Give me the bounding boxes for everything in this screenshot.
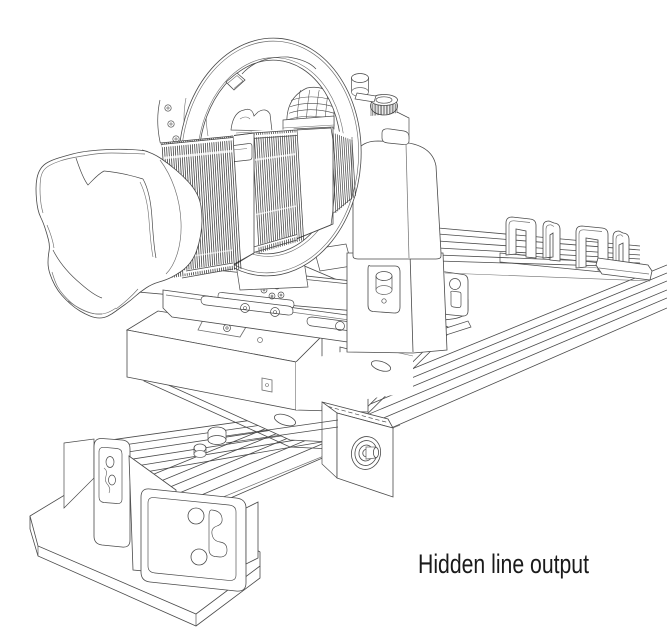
svg-text:Hidden line output: Hidden line output bbox=[418, 549, 589, 579]
